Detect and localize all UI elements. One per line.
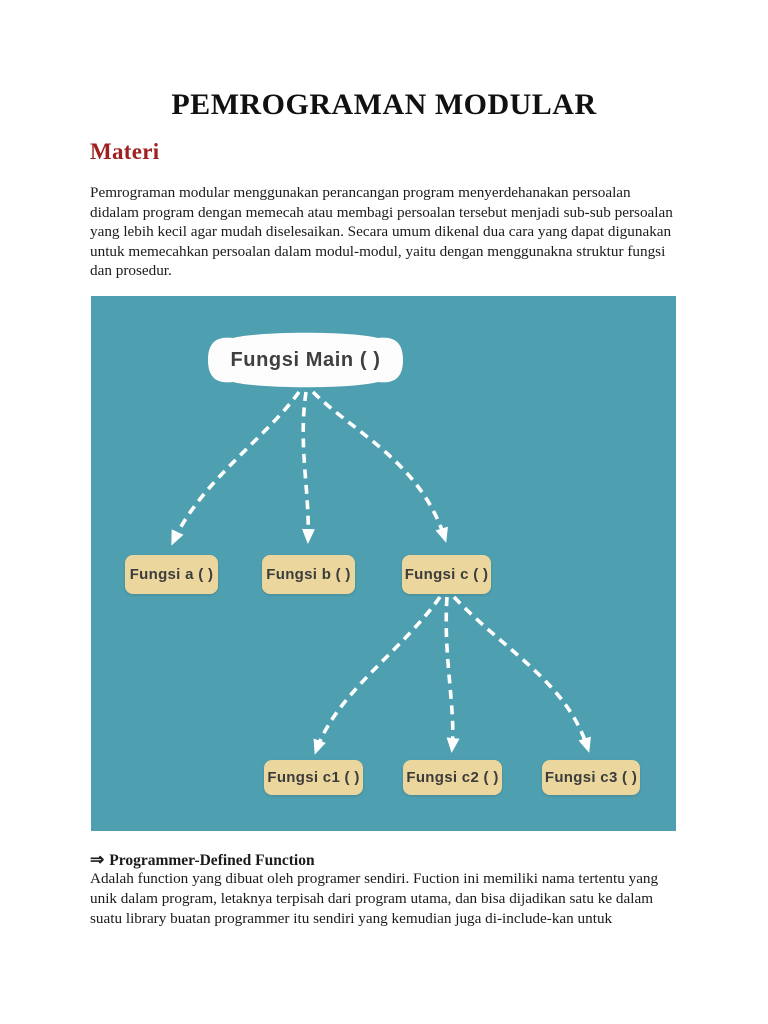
double-arrow-icon: ⇒: [90, 850, 105, 869]
dashed-arrow-c-to-c2: [444, 596, 460, 753]
footer-line: Adalah function yang dibuat oleh program…: [90, 870, 659, 887]
dashed-arrow-c-to-c1: [313, 595, 442, 755]
intro-line: dan prosedur.: [90, 262, 172, 280]
dashed-arrow-c-to-c3: [452, 595, 591, 753]
footer-heading-label: Programmer-Defined Function: [109, 852, 315, 869]
intro-line: Pemrograman modular menggunakan perancan…: [90, 184, 631, 201]
node-fungsi-a: Fungsi a ( ): [125, 555, 218, 594]
footer-paragraph: Adalah function yang dibuat oleh program…: [90, 869, 690, 930]
footer-heading: ⇒Programmer-Defined Function: [90, 850, 315, 870]
module-structure-diagram: Fungsi Main ( ) Fungsi a ( ) Fungsi b ( …: [91, 296, 676, 831]
footer-line: suatu library buatan programmer itu send…: [90, 910, 613, 928]
page-title: PEMROGRAMAN MODULAR: [171, 88, 597, 121]
node-fungsi-c2: Fungsi c2 ( ): [403, 760, 502, 795]
footer-line: unik dalam program, letaknya terpisah da…: [90, 890, 654, 908]
dashed-arrow-main-to-a: [171, 390, 301, 546]
root-node-shape: [208, 332, 403, 388]
dashed-arrow-main-to-b: [301, 391, 315, 544]
intro-line: yang lebih kecil agar mudah diselesaikan…: [90, 223, 672, 241]
node-fungsi-b: Fungsi b ( ): [262, 555, 355, 594]
node-fungsi-c3: Fungsi c3 ( ): [542, 760, 640, 795]
dashed-arrow-main-to-c: [311, 390, 448, 543]
diagram-arrows-layer: [171, 332, 591, 755]
intro-line: didalam program dengan memecah atau memb…: [90, 203, 673, 221]
intro-paragraph: Pemrograman modular menggunakan perancan…: [90, 183, 690, 281]
node-fungsi-c: Fungsi c ( ): [402, 555, 491, 594]
section-heading-materi: Materi: [90, 139, 160, 164]
intro-line: untuk memecahkan persoalan dalam modul-m…: [90, 242, 666, 260]
node-fungsi-c1: Fungsi c1 ( ): [264, 760, 363, 795]
node-fungsi-main: Fungsi Main ( ): [230, 348, 381, 371]
